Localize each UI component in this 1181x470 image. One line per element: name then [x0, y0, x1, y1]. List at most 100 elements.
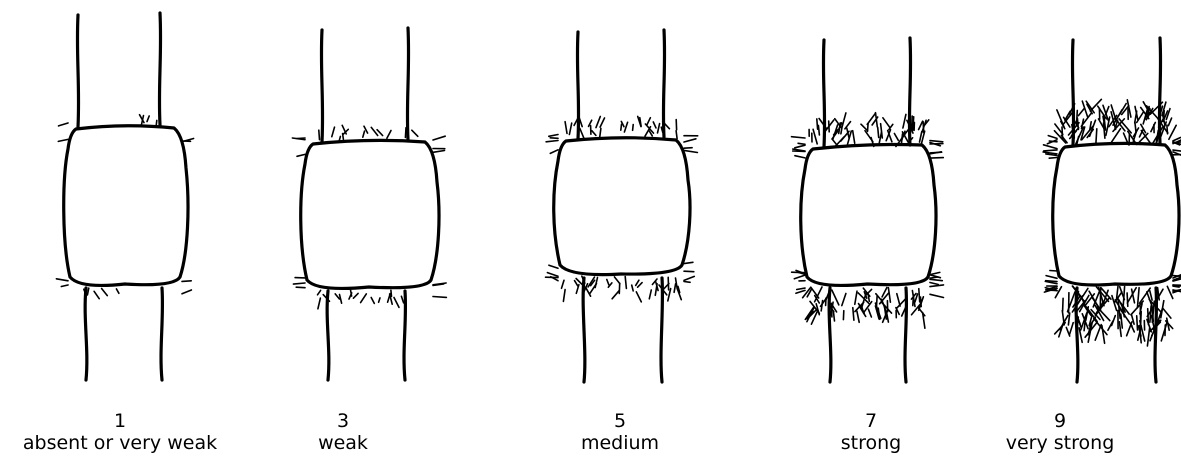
hair [1167, 286, 1173, 298]
hair [361, 294, 367, 303]
hair [658, 124, 660, 133]
hair [684, 148, 692, 149]
hair [147, 116, 149, 122]
hair [913, 117, 914, 130]
hair [1094, 319, 1107, 335]
hair [1110, 129, 1120, 144]
hair [612, 291, 619, 299]
hair [795, 145, 805, 148]
hair [653, 122, 656, 128]
hair [797, 288, 805, 289]
hair [1078, 109, 1084, 116]
hair [1168, 118, 1171, 126]
lower-stem-left-line [327, 291, 329, 380]
hair [391, 290, 392, 296]
hair [607, 280, 609, 286]
hair [102, 289, 108, 296]
hair [1173, 286, 1179, 287]
hair [684, 139, 696, 142]
hair [913, 295, 914, 306]
hair [318, 290, 321, 294]
upper-stem-left-line [77, 15, 78, 127]
hair [1121, 314, 1123, 328]
hair [1049, 158, 1057, 159]
stage-caption-9: 9 very strong [940, 410, 1180, 454]
hair [433, 297, 446, 298]
hair [405, 128, 406, 138]
stage-label: medium [500, 432, 740, 454]
stage-caption-5: 5 medium [500, 410, 740, 454]
hair [918, 308, 924, 316]
hair [919, 121, 923, 129]
node-body-outline [1053, 143, 1179, 285]
hair [930, 277, 938, 278]
hair [549, 135, 558, 137]
hair [655, 284, 657, 296]
hair [1119, 322, 1121, 337]
lower-stem-right-line [404, 291, 405, 380]
hair [817, 119, 818, 129]
stage-label: very strong [940, 432, 1180, 454]
hair [1137, 316, 1138, 330]
hair [868, 309, 871, 317]
hair [794, 275, 805, 279]
hair [1173, 276, 1181, 277]
hair [592, 131, 596, 136]
lower-stem-right-line [161, 288, 162, 380]
hair [319, 130, 320, 140]
upper-stem-right-line [663, 30, 664, 137]
hair [632, 285, 634, 291]
hair [868, 124, 869, 132]
hair [855, 291, 857, 304]
hair [674, 284, 676, 293]
node-illustration-1 [56, 13, 193, 380]
node-body-outline [801, 145, 936, 286]
hair [649, 290, 651, 299]
hair [865, 131, 873, 142]
hair [600, 128, 601, 137]
hair [831, 303, 832, 317]
hair [923, 122, 924, 133]
hair [888, 288, 890, 303]
hair [94, 291, 99, 298]
hair [1148, 309, 1149, 325]
hair [371, 127, 377, 135]
hair [296, 287, 305, 288]
hair [795, 156, 805, 158]
hair [1106, 107, 1109, 115]
hair [569, 123, 571, 134]
hair [1127, 293, 1128, 306]
hair [845, 122, 851, 129]
hair [332, 127, 335, 137]
hair [1044, 150, 1057, 151]
hair [387, 131, 391, 139]
hair [562, 280, 565, 288]
hair [433, 151, 445, 153]
hair [930, 272, 940, 274]
hair [61, 285, 68, 287]
hair [1096, 129, 1097, 144]
hair [883, 118, 890, 128]
hair [1169, 125, 1176, 139]
hair [293, 283, 305, 284]
hair [638, 283, 643, 288]
hair [912, 116, 913, 130]
stage-label: weak [223, 432, 463, 454]
hair [546, 141, 558, 142]
stage-caption-1: 1 absent or very weak [0, 410, 240, 454]
lower-stem-right-line [661, 278, 662, 382]
hair [930, 158, 943, 159]
hair [363, 131, 365, 137]
hair [1150, 306, 1151, 322]
hair [371, 298, 374, 304]
hair [903, 114, 906, 128]
upper-stem-left-line [321, 30, 322, 142]
hair [853, 131, 855, 144]
node-body-outline [64, 126, 188, 286]
hair [930, 279, 942, 280]
hair [600, 118, 604, 127]
hair [647, 118, 651, 126]
hair [930, 294, 944, 297]
lower-stem-left-line [85, 288, 87, 380]
